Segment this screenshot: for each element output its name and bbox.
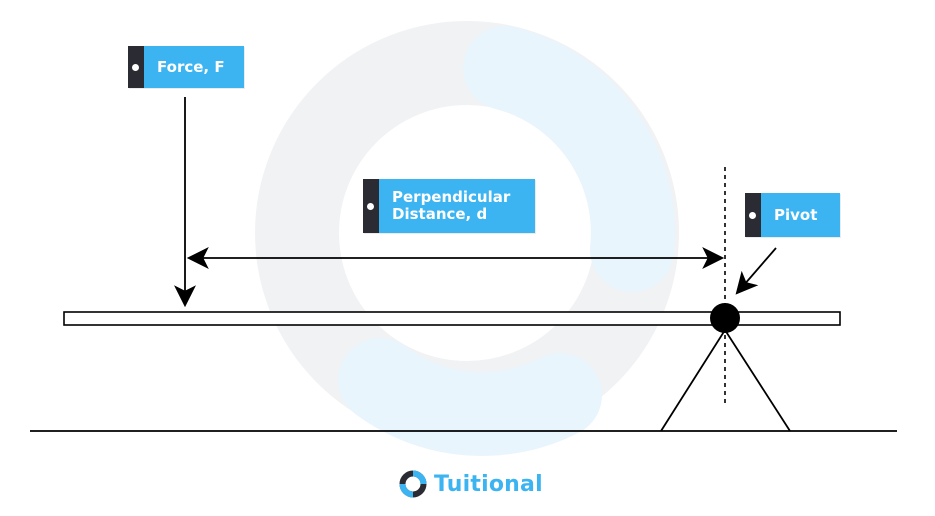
ring-logo-icon	[399, 470, 427, 498]
tuitional-logo: Tuitional	[398, 468, 543, 500]
pivot-label-text: Pivot	[774, 205, 818, 224]
dot-icon	[367, 202, 374, 210]
dot-icon	[749, 211, 756, 219]
lever-beam	[63, 311, 841, 326]
label-tab	[745, 193, 761, 237]
label-tab	[363, 179, 379, 233]
force-label: Force, F	[128, 46, 244, 88]
distance-label-text: Perpendicular Distance, d	[392, 188, 511, 223]
force-label-text: Force, F	[157, 57, 225, 76]
pivot-label: Pivot	[745, 193, 840, 237]
pivot-pointer-arrow	[735, 247, 777, 295]
pivot-point	[710, 303, 740, 333]
logo-text: Tuitional	[434, 471, 543, 497]
label-tab	[128, 46, 144, 88]
distance-label: Perpendicular Distance, d	[363, 179, 535, 233]
watermark-logo	[255, 21, 679, 456]
dot-icon	[132, 63, 139, 71]
